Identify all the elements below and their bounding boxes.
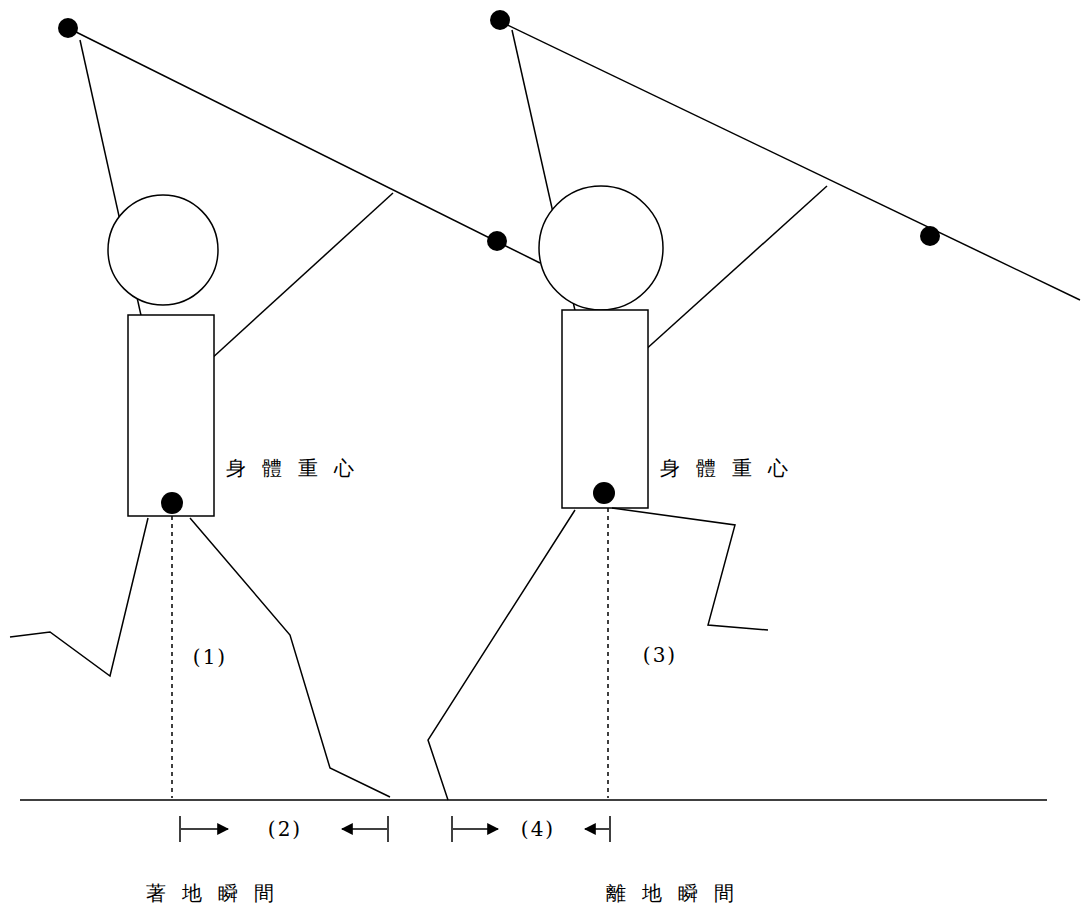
front-arm bbox=[210, 193, 393, 360]
cog-label: 身體重心 bbox=[226, 456, 370, 480]
rear-leg bbox=[428, 510, 575, 800]
caption-label: 離地瞬間 bbox=[606, 881, 750, 905]
dimension-arrow bbox=[585, 828, 609, 830]
dimension-tick bbox=[609, 816, 611, 842]
dimension-tick bbox=[387, 816, 389, 842]
front-arm bbox=[643, 186, 827, 352]
cog-label: 身體重心 bbox=[660, 456, 804, 480]
javelin-marker bbox=[58, 18, 78, 38]
dimension-label: (4) bbox=[518, 817, 558, 841]
cog-plumb-line bbox=[171, 516, 173, 798]
caption-label: 著地瞬間 bbox=[146, 881, 290, 905]
front-leg bbox=[612, 508, 768, 630]
dimension-label: (2) bbox=[265, 817, 305, 841]
torso bbox=[128, 315, 214, 516]
dimension-tick bbox=[451, 816, 453, 842]
front-leg bbox=[190, 518, 390, 797]
cog-dot bbox=[161, 492, 183, 514]
callout-number: (3) bbox=[643, 643, 677, 667]
cog-plumb-line bbox=[607, 508, 609, 798]
dimension-arrow bbox=[181, 828, 228, 830]
cog-dot bbox=[593, 482, 615, 504]
javelin-marker bbox=[920, 226, 940, 246]
dimension-arrow bbox=[453, 828, 498, 830]
javelin-marker bbox=[490, 10, 510, 30]
callout-number: (1) bbox=[193, 645, 227, 669]
head bbox=[108, 195, 218, 305]
rear-leg bbox=[10, 518, 148, 676]
dimension-arrow bbox=[342, 828, 387, 830]
javelin-marker bbox=[487, 231, 507, 251]
torso bbox=[562, 310, 648, 508]
ground-line bbox=[20, 799, 1047, 801]
dimension-tick bbox=[179, 816, 181, 842]
head bbox=[539, 186, 663, 310]
